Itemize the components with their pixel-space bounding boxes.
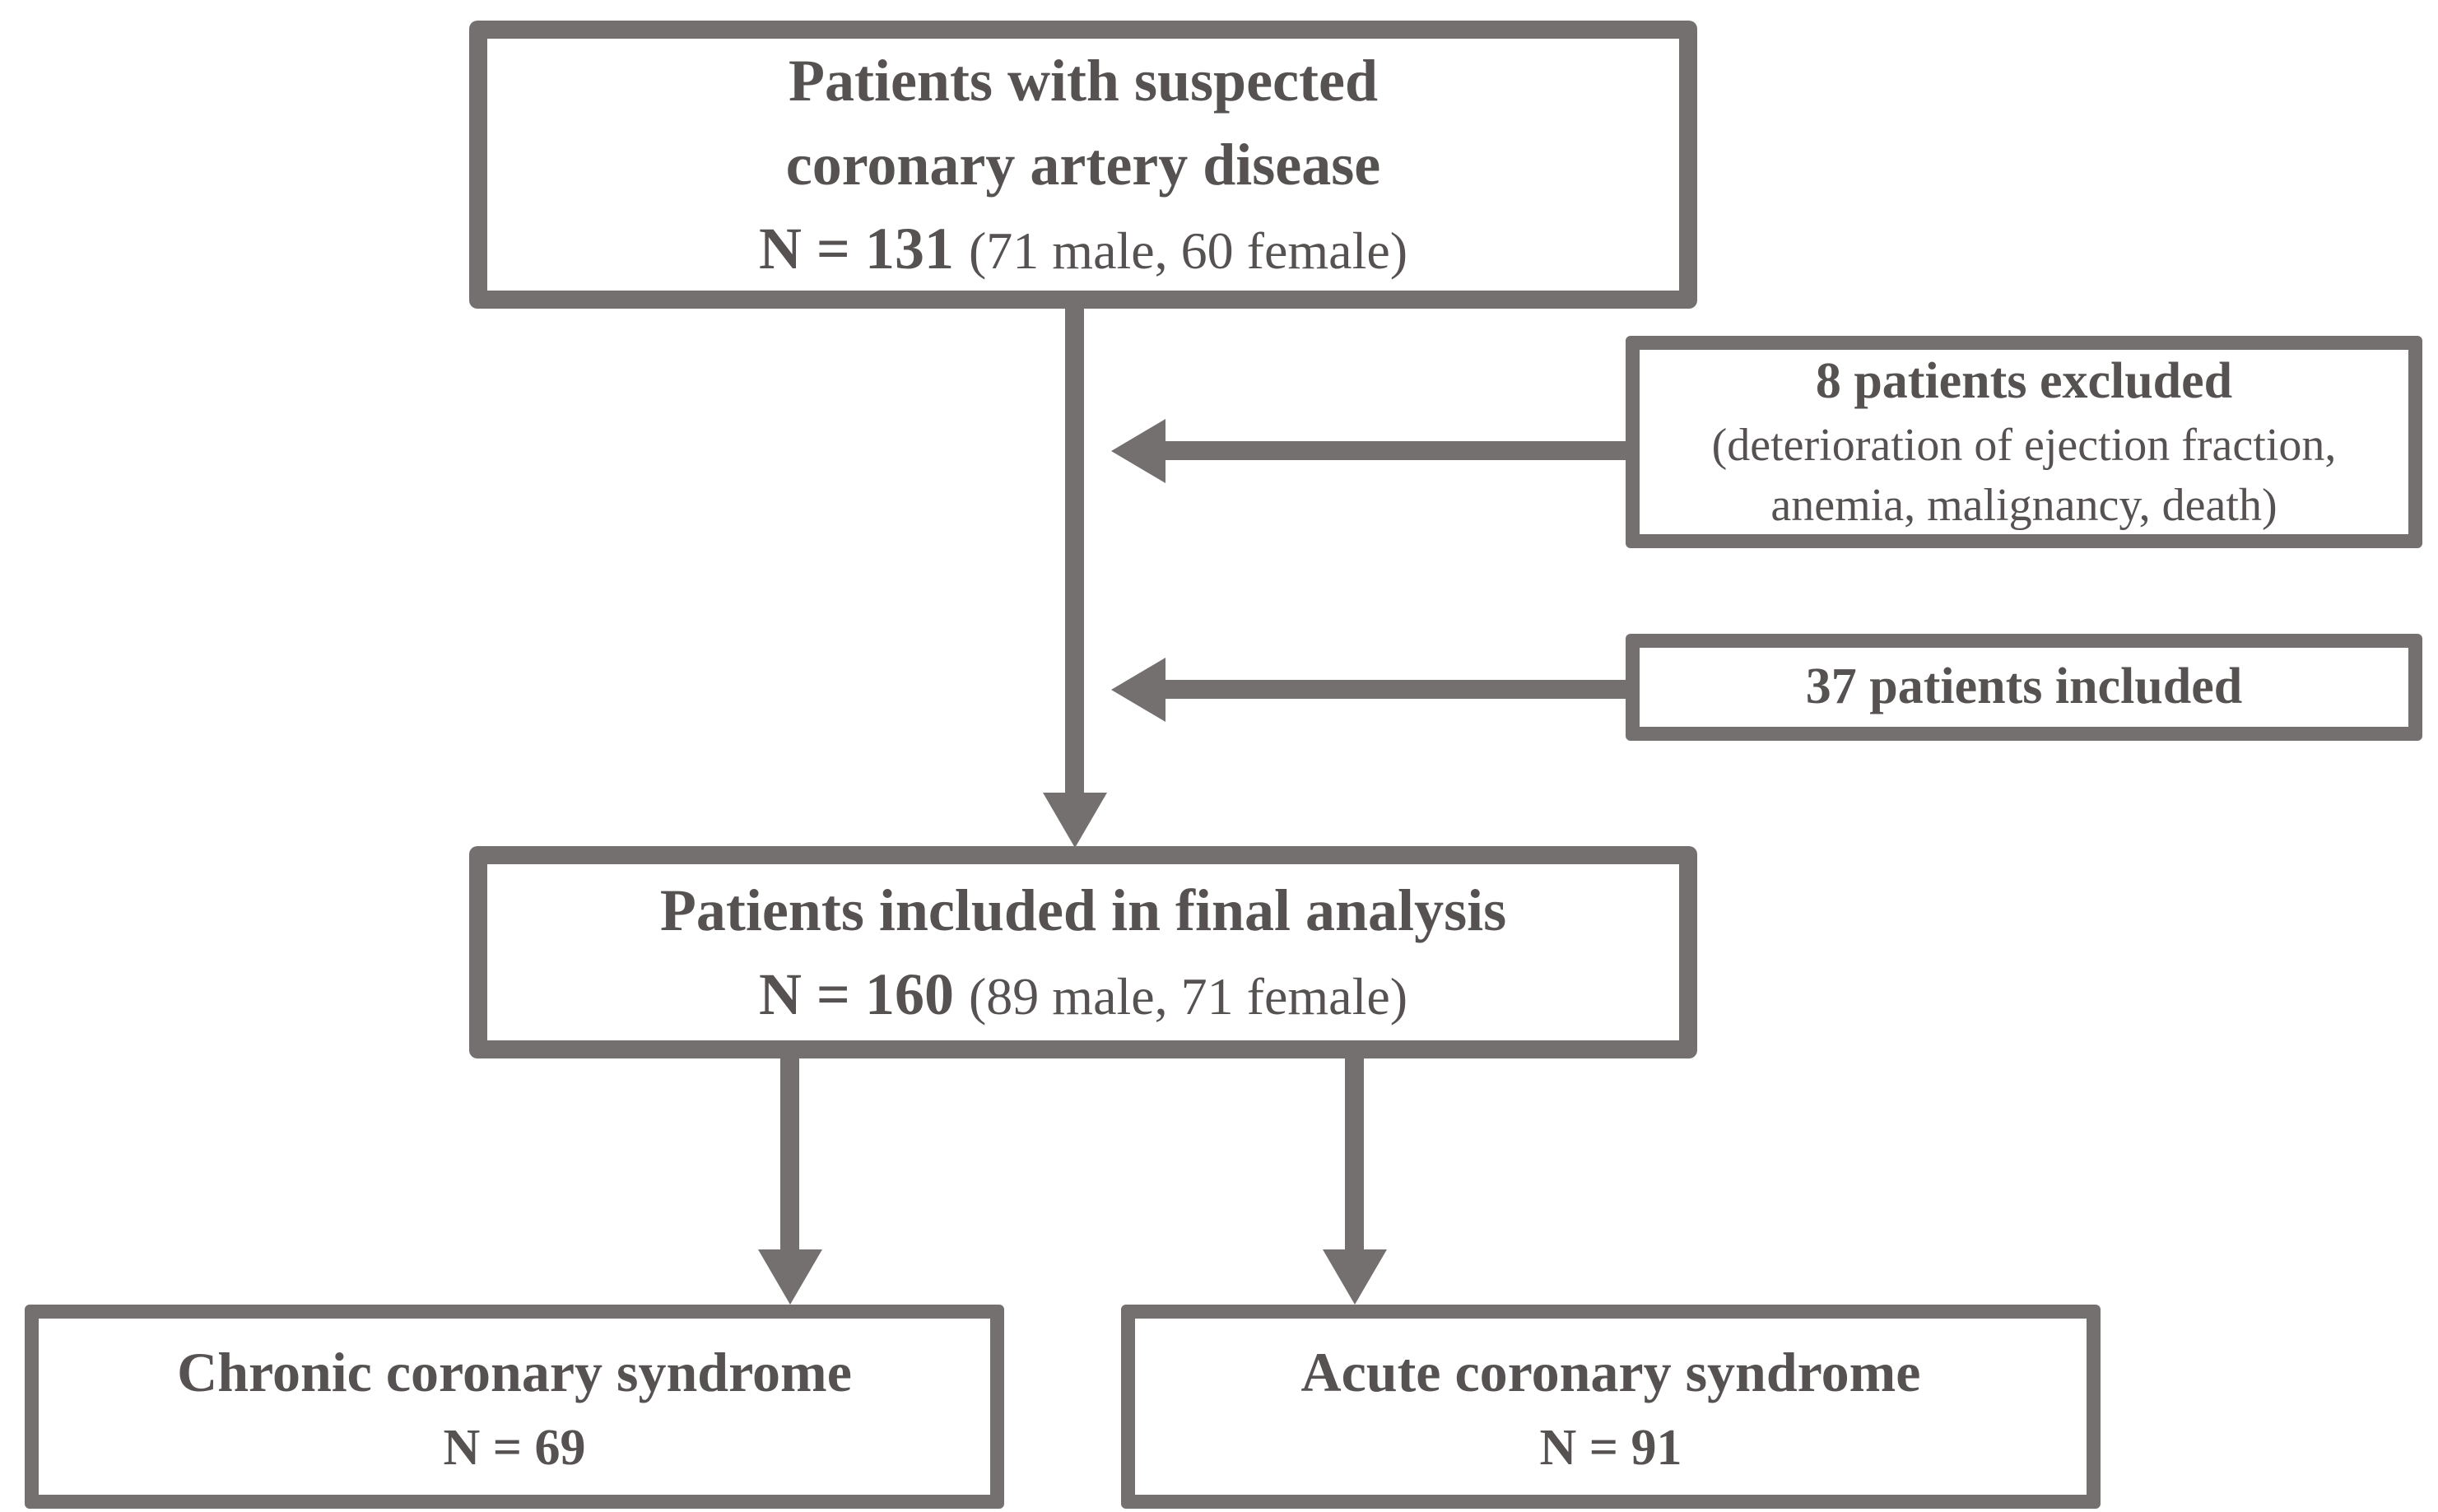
arrow-down-acute-shaft <box>1345 1057 1364 1251</box>
arrow-down-acute-head <box>1323 1249 1387 1305</box>
box-acute-coronary-syndrome: Acute coronary syndrome N = 91 <box>1121 1305 2101 1509</box>
box-final-analysis-line1: Patients included in final analysis <box>659 877 1507 943</box>
arrow-left-excluded-head <box>1111 419 1165 483</box>
box-suspected-cad-line1: Patients with suspected <box>789 47 1378 114</box>
arrow-left-included-head <box>1111 658 1165 722</box>
arrow-down-chronic-shaft <box>780 1057 799 1251</box>
box-chronic-count: N = 69 <box>443 1420 586 1477</box>
arrow-down-main-shaft <box>1065 305 1084 794</box>
box-excluded-line2: (deterioration of ejection fraction, <box>1711 420 2337 472</box>
arrow-left-excluded-shaft <box>1165 441 1626 460</box>
count-detail-131: (71 male, 60 female) <box>968 221 1408 281</box>
box-acute-count: N = 91 <box>1539 1420 1682 1477</box>
count-n-160: N = 160 <box>758 961 954 1027</box>
box-excluded-line1: 8 patients excluded <box>1815 353 2233 410</box>
arrow-left-included-shaft <box>1165 680 1626 699</box>
box-suspected-cad-count: N = 131(71 male, 60 female) <box>759 207 1407 291</box>
count-detail-160: (89 male, 71 female) <box>968 967 1408 1026</box>
box-included-37-line1: 37 patients included <box>1805 658 2243 715</box>
box-chronic-coronary-syndrome: Chronic coronary syndrome N = 69 <box>25 1305 1004 1509</box>
box-final-analysis-count: N = 160(89 male, 71 female) <box>759 952 1407 1036</box>
box-final-analysis: Patients included in final analysis N = … <box>469 846 1697 1058</box>
box-suspected-cad-line2: coronary artery disease <box>785 131 1381 198</box>
count-n-131: N = 131 <box>758 216 954 282</box>
arrow-down-chronic-head <box>758 1249 822 1305</box>
arrow-down-main-head <box>1043 793 1107 848</box>
box-suspected-cad: Patients with suspected coronary artery … <box>469 21 1697 309</box>
box-chronic-line1: Chronic coronary syndrome <box>177 1341 852 1404</box>
box-excluded: 8 patients excluded (deterioration of ej… <box>1626 336 2422 548</box>
box-excluded-line3: anemia, malignancy, death) <box>1770 479 2277 531</box>
box-included-37: 37 patients included <box>1626 634 2422 741</box>
box-acute-line1: Acute coronary syndrome <box>1300 1341 1921 1404</box>
